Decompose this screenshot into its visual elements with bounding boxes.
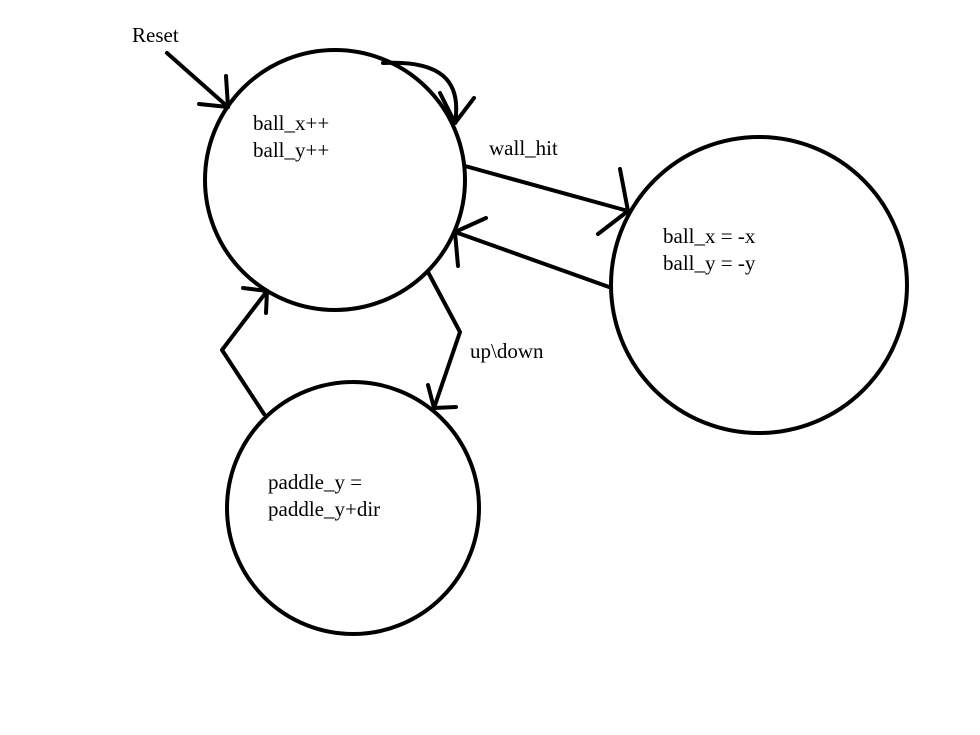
paddle-return-arrowhead xyxy=(241,286,269,315)
state-ball-bounce-circle xyxy=(609,135,909,435)
state-paddle-move: paddle_y = paddle_y+dir xyxy=(225,380,481,636)
state-ball-bounce-line2: ball_y = -y xyxy=(663,251,756,275)
state-paddle-move-line1: paddle_y = xyxy=(268,470,362,494)
state-paddle-move-circle xyxy=(225,380,481,636)
reset-transition: Reset xyxy=(132,23,230,109)
reset-label: Reset xyxy=(132,23,179,47)
wall-hit-arrow-line xyxy=(463,164,630,213)
reset-arrow-line xyxy=(165,51,230,109)
state-ball-bounce-line1: ball_x = -x xyxy=(663,224,756,248)
self-loop-line xyxy=(381,60,459,125)
state-ball-bounce: ball_x = -x ball_y = -y xyxy=(609,135,909,435)
state-ball-move: ball_x++ ball_y++ xyxy=(203,48,467,312)
state-ball-move-circle xyxy=(203,48,467,312)
transition-paddle-return xyxy=(220,286,269,416)
up-down-arrowhead xyxy=(426,383,458,410)
wall-hit-label: wall_hit xyxy=(489,136,558,160)
bounce-return-arrowhead xyxy=(453,216,488,268)
transition-up-down: up\down xyxy=(426,270,544,410)
state-ball-move-line1: ball_x++ xyxy=(253,111,329,135)
up-down-label: up\down xyxy=(470,339,544,363)
transition-wall-hit: wall_hit xyxy=(463,136,630,236)
up-down-arrow-line xyxy=(426,270,462,410)
transition-bounce-return xyxy=(453,216,611,289)
paddle-return-arrow-line xyxy=(220,289,269,416)
bounce-return-arrow-line xyxy=(453,230,611,289)
self-loop-arrowhead xyxy=(438,91,476,125)
state-paddle-move-line2: paddle_y+dir xyxy=(268,497,380,521)
wall-hit-arrowhead xyxy=(596,167,630,236)
self-loop-ball-move xyxy=(381,60,476,125)
state-ball-move-line2: ball_y++ xyxy=(253,138,329,162)
